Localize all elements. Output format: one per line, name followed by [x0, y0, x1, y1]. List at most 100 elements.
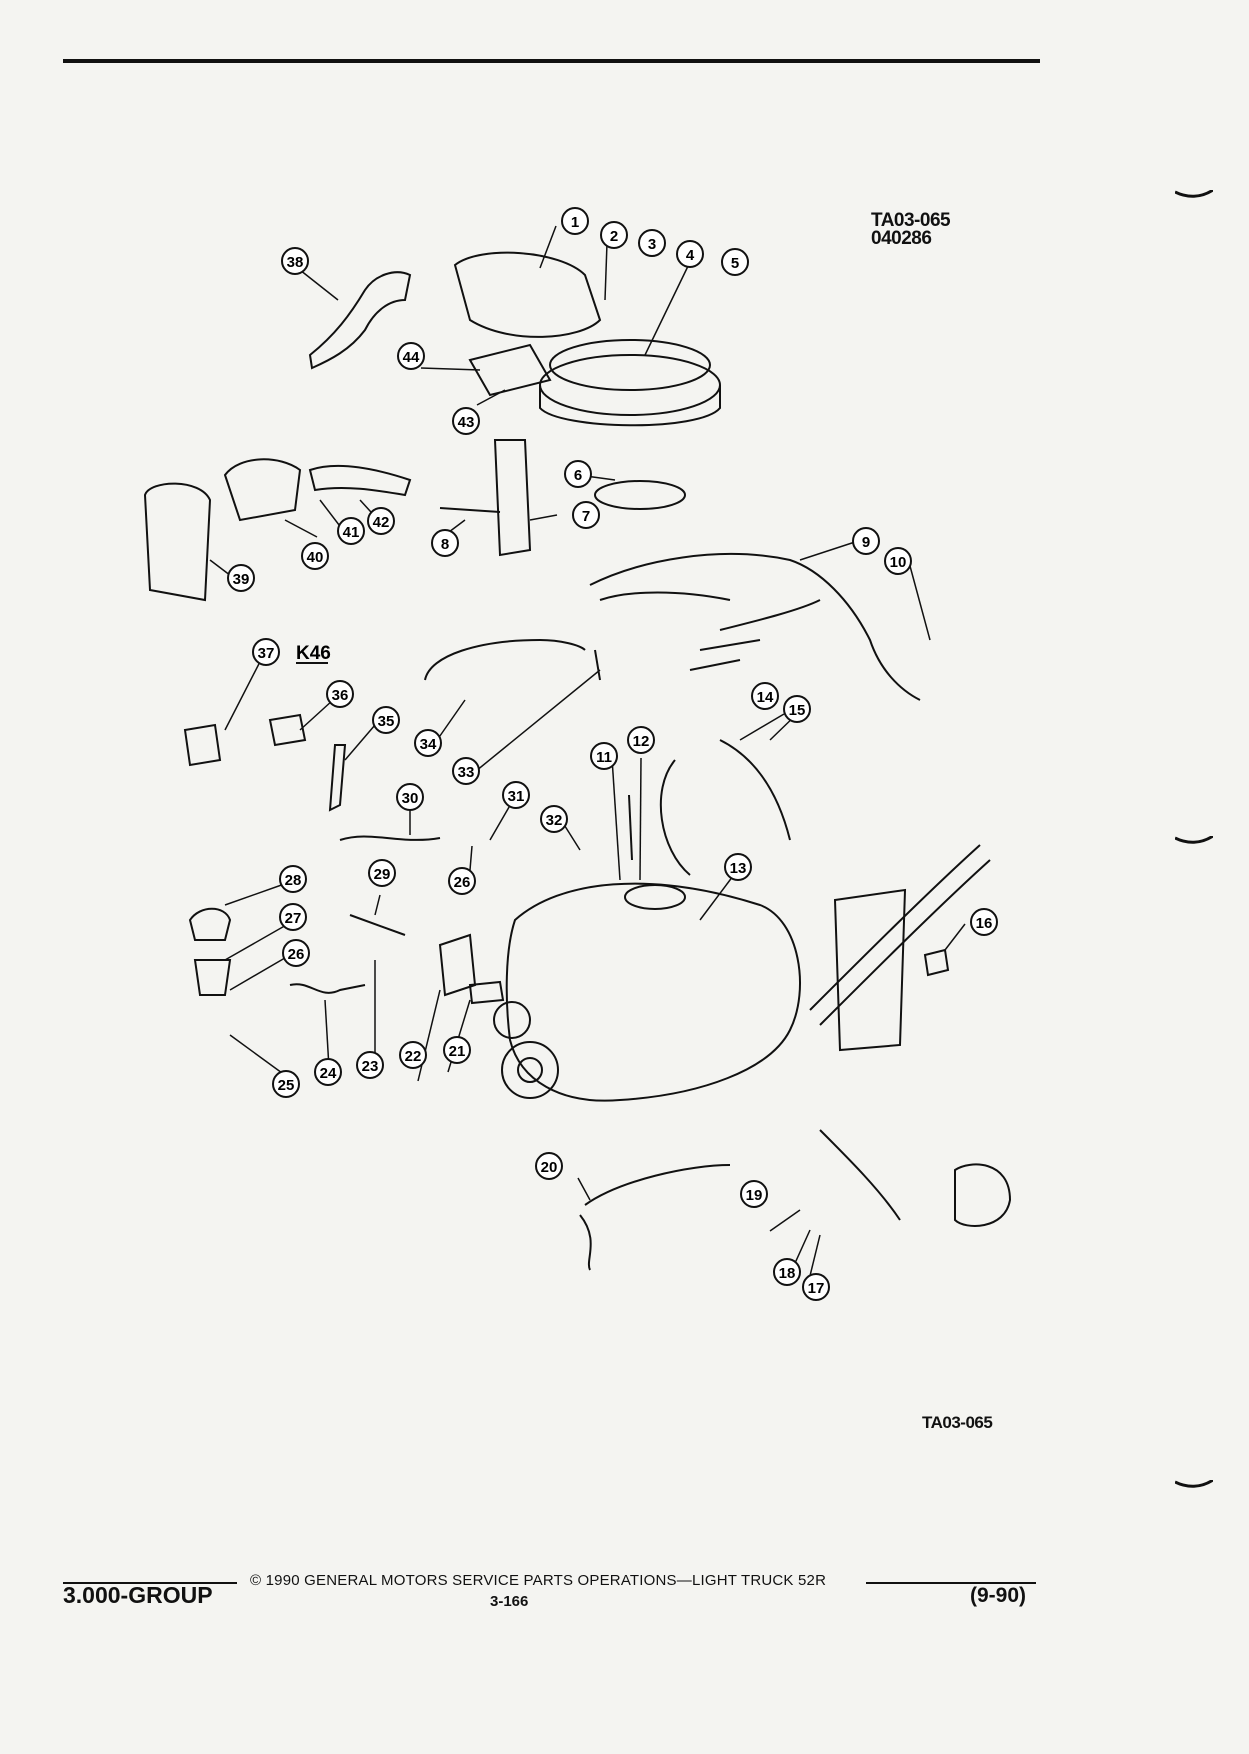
callout-label: 19: [746, 1187, 763, 1204]
steering-column: [809, 844, 981, 1011]
callout-label: 24: [320, 1065, 337, 1082]
copyright-notice: © 1990 GENERAL MOTORS SERVICE PARTS OPER…: [250, 1572, 827, 1589]
callout-circle: [431, 529, 459, 557]
callout-label: 25: [278, 1077, 295, 1094]
callout-circle: [396, 783, 424, 811]
callout-label: 28: [285, 872, 302, 889]
callout-label: 15: [789, 702, 806, 719]
callout-label: 41: [343, 524, 360, 541]
callout-label: 36: [332, 687, 349, 704]
engine-pulley: [493, 1001, 531, 1039]
callout-label: 20: [541, 1159, 558, 1176]
callout-label: 29: [374, 866, 391, 883]
callout-circle: [367, 507, 395, 535]
footer-line-right: [866, 1582, 1036, 1584]
stud-11: [628, 794, 633, 861]
callout-circle: [314, 1058, 342, 1086]
callout-label: 37: [258, 645, 275, 662]
component-36: [268, 713, 307, 747]
callout-circle: [372, 706, 400, 734]
wiring-harness-lower: [579, 1164, 731, 1271]
callout-label: 9: [862, 534, 870, 551]
callout-circle: [627, 726, 655, 754]
callout-circle: [600, 221, 628, 249]
callout-label: 12: [633, 733, 650, 750]
callout-circle: [452, 407, 480, 435]
callout-label: 21: [449, 1043, 466, 1060]
callout-label: 33: [458, 764, 475, 781]
brake-pedal-linkage: [819, 1129, 901, 1221]
intake-duct: [308, 271, 412, 370]
inlet-adapter: [468, 343, 552, 397]
callout-label: 3: [648, 236, 656, 253]
callout-label: 34: [420, 736, 437, 753]
callout-label: 7: [582, 508, 590, 525]
page-number: 3-166: [490, 1593, 529, 1610]
callout-circle: [638, 229, 666, 257]
callout-circle: [272, 1070, 300, 1098]
callout-circle: [368, 859, 396, 887]
callout-circle: [724, 853, 752, 881]
callout-label: 17: [808, 1280, 825, 1297]
callout-circle: [884, 547, 912, 575]
figure-code-line2: 040286: [871, 228, 932, 249]
callout-circle: [502, 781, 530, 809]
callout-circle: [535, 1152, 563, 1180]
callout-label: 31: [508, 788, 525, 805]
callout-circle: [452, 757, 480, 785]
engine-block: [505, 882, 801, 1102]
hose-29: [349, 914, 406, 936]
callout-circle: [281, 247, 309, 275]
callout-circle: [721, 248, 749, 276]
callout-label: 30: [402, 790, 419, 807]
callout-label: 43: [458, 414, 475, 431]
bracket: [493, 439, 532, 557]
callout-circle: [227, 564, 255, 592]
footer-line-left: [63, 1582, 237, 1584]
callout-label: 23: [362, 1058, 379, 1075]
pipe-24: [289, 983, 366, 994]
pin: [439, 507, 501, 513]
callout-circle: [356, 1051, 384, 1079]
callout-circle: [282, 939, 310, 967]
group-number: 3.000-GROUP: [63, 1582, 213, 1608]
callout-circle: [564, 460, 592, 488]
callout-label: 11: [596, 749, 612, 766]
callout-circle: [301, 542, 329, 570]
vacuum-hose: [424, 638, 586, 681]
callout-label: 6: [574, 467, 582, 484]
sensor-37: [183, 723, 222, 767]
part-21: [468, 980, 505, 1005]
callout-circle: [540, 805, 568, 833]
callout-label: 22: [405, 1048, 422, 1065]
callout-circle: [448, 867, 476, 895]
callout-label: 18: [779, 1265, 796, 1282]
callout-label: 39: [233, 571, 250, 588]
callout-label: 40: [307, 549, 324, 566]
callout-label: 16: [976, 915, 993, 932]
binder-hole-mark-bottom: [1175, 1480, 1213, 1488]
callout-circle: [397, 342, 425, 370]
callout-label: 1: [571, 214, 579, 231]
callout-label: 5: [731, 255, 739, 272]
callout-circle: [399, 1041, 427, 1069]
callout-label: 26: [454, 874, 471, 891]
top-rule: [63, 59, 1040, 63]
bracket-35: [328, 744, 347, 812]
figure-reference: TA03-065: [922, 1413, 993, 1432]
callout-circle: [676, 240, 704, 268]
callout-circle: [443, 1036, 471, 1064]
callout-label: 13: [730, 860, 747, 877]
callout-label: 38: [287, 254, 304, 271]
callout-label: 35: [378, 713, 395, 730]
wiring-harness-upper: [589, 553, 921, 701]
part-22: [438, 933, 477, 997]
snorkel-hose: [308, 464, 412, 497]
callout-circle: [751, 682, 779, 710]
callout-label: 8: [441, 536, 449, 553]
callout-label: 32: [546, 812, 563, 829]
callout-label: 27: [285, 910, 302, 927]
revision-date: (9-90): [970, 1584, 1027, 1607]
